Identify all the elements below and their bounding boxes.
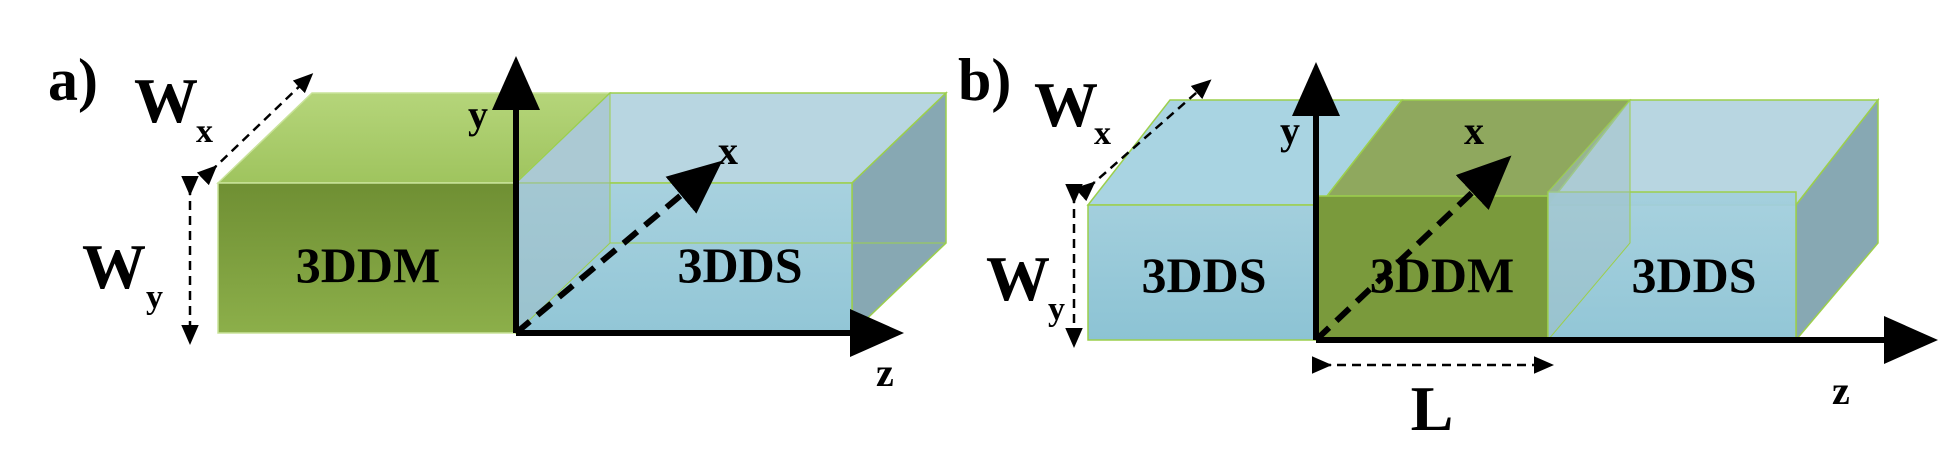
panel-a-x-axis-label: x — [718, 128, 738, 173]
panel-b-block-right-3dds-label: 3DDS — [1631, 247, 1756, 303]
panel-a-block-3dds-label: 3DDS — [677, 237, 802, 293]
panel-b-x-axis — [1313, 155, 1512, 343]
panel-a-label: a) — [48, 47, 98, 113]
panel-a-z-axis-label: z — [876, 350, 894, 395]
panel-a-green-front-face — [217, 182, 517, 334]
panel-a: a) 3DDM 3DDS y x z Wx Wy — [48, 47, 948, 395]
panel-b-wx-label: Wx — [1034, 69, 1111, 152]
panel-b-right-block-inner-edge — [1547, 98, 1631, 342]
panel-b-wy-label: Wy — [986, 243, 1065, 328]
panel-b-z-axis-label: z — [1832, 368, 1850, 413]
panel-b-left-3dds-front-face — [1087, 204, 1317, 341]
panel-b-x-axis-label: x — [1464, 108, 1484, 153]
panel-b-y-axis-label: y — [1280, 108, 1300, 153]
panel-a-wx-dimension-arrow — [196, 73, 314, 186]
panel-a-y-axis-label: y — [468, 92, 488, 137]
panel-b-block-middle-3ddm-label: 3DDM — [1370, 247, 1514, 303]
panel-b-length-label: L — [1411, 373, 1454, 444]
panel-a-x-axis — [514, 160, 723, 336]
panel-a-wx-label: Wx — [134, 65, 213, 150]
panel-a-wy-label: Wy — [82, 231, 163, 316]
panel-b: b) 3DDS 3DDM 3DDS y x z L Wx Wy — [958, 47, 1938, 444]
panel-b-label: b) — [958, 47, 1011, 113]
panel-b-block-left-3dds-label: 3DDS — [1141, 247, 1266, 303]
panel-a-block-3ddm-label: 3DDM — [296, 237, 440, 293]
panel-b-wx-dimension-arrow — [1074, 79, 1212, 202]
